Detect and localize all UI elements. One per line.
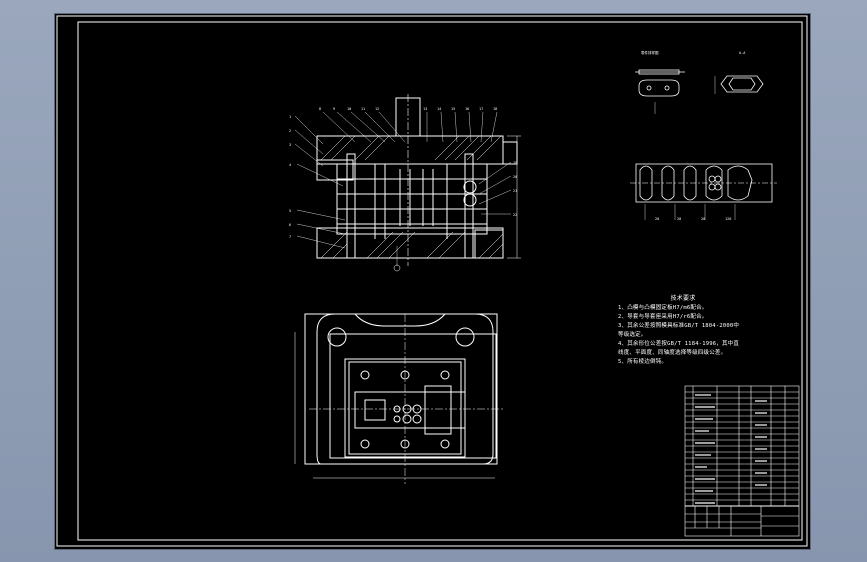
note-line: 5、所有棱边倒钝。 bbox=[618, 359, 668, 365]
part-leaders bbox=[294, 111, 512, 266]
svg-text:20: 20 bbox=[677, 217, 681, 221]
note-line: 1、凸模与凸模固定板H7/m6配合。 bbox=[618, 305, 708, 311]
note-line: 等级选定。 bbox=[618, 332, 647, 338]
svg-text:20: 20 bbox=[701, 217, 705, 221]
detail-view-labels: 零件排样图 A-A bbox=[641, 50, 746, 55]
svg-text:17: 17 bbox=[479, 107, 483, 111]
front-section-view bbox=[316, 94, 521, 266]
bom-filler-text bbox=[695, 394, 767, 504]
svg-text:3: 3 bbox=[289, 143, 291, 147]
section-label: A-A bbox=[739, 51, 746, 55]
svg-text:18: 18 bbox=[493, 107, 497, 111]
outer-frame bbox=[56, 15, 808, 547]
svg-text:1: 1 bbox=[289, 115, 291, 119]
svg-text:22: 22 bbox=[513, 213, 517, 217]
svg-text:7: 7 bbox=[289, 235, 291, 239]
note-line: 2、导套与导套座采用H7/r6配合。 bbox=[618, 314, 708, 320]
svg-text:16: 16 bbox=[465, 107, 469, 111]
section-hatching bbox=[320, 135, 504, 259]
plan-view bbox=[294, 313, 505, 484]
notes-title: 技术要求 bbox=[670, 295, 696, 302]
note-line: 4、其余形位公差按GB/T 1184-1996，其中直 bbox=[618, 341, 740, 347]
svg-text:20: 20 bbox=[513, 175, 517, 179]
svg-text:21: 21 bbox=[513, 189, 517, 193]
technical-requirements: 技术要求 1、凸模与凸模固定板H7/m6配合。 2、导套与导套座采用H7/r6配… bbox=[618, 294, 748, 367]
svg-text:8: 8 bbox=[319, 107, 321, 111]
note-line: 3、其余公差按照模具标准GB/T 1804-2000中 bbox=[618, 323, 740, 329]
bill-of-materials bbox=[684, 385, 800, 537]
svg-text:19: 19 bbox=[513, 161, 517, 165]
svg-text:120: 120 bbox=[725, 217, 731, 221]
svg-text:6: 6 bbox=[289, 223, 291, 227]
svg-text:5: 5 bbox=[289, 209, 291, 213]
svg-text:15: 15 bbox=[451, 107, 455, 111]
part-detail-views bbox=[635, 69, 764, 114]
svg-text:20: 20 bbox=[655, 217, 659, 221]
inner-frame bbox=[77, 21, 803, 541]
svg-text:10: 10 bbox=[347, 107, 351, 111]
note-line: 线度、平面度、同轴度选择等级四级公差。 bbox=[618, 350, 727, 356]
svg-text:14: 14 bbox=[437, 107, 441, 111]
svg-text:4: 4 bbox=[289, 163, 291, 167]
svg-text:12: 12 bbox=[375, 107, 379, 111]
svg-text:2: 2 bbox=[289, 129, 291, 133]
svg-text:零件排样图: 零件排样图 bbox=[641, 50, 659, 55]
svg-text:13: 13 bbox=[423, 107, 427, 111]
strip-layout-view bbox=[630, 163, 777, 220]
svg-text:11: 11 bbox=[361, 107, 365, 111]
svg-text:9: 9 bbox=[333, 107, 335, 111]
strip-labels: 20 20 20 120 bbox=[655, 217, 731, 221]
